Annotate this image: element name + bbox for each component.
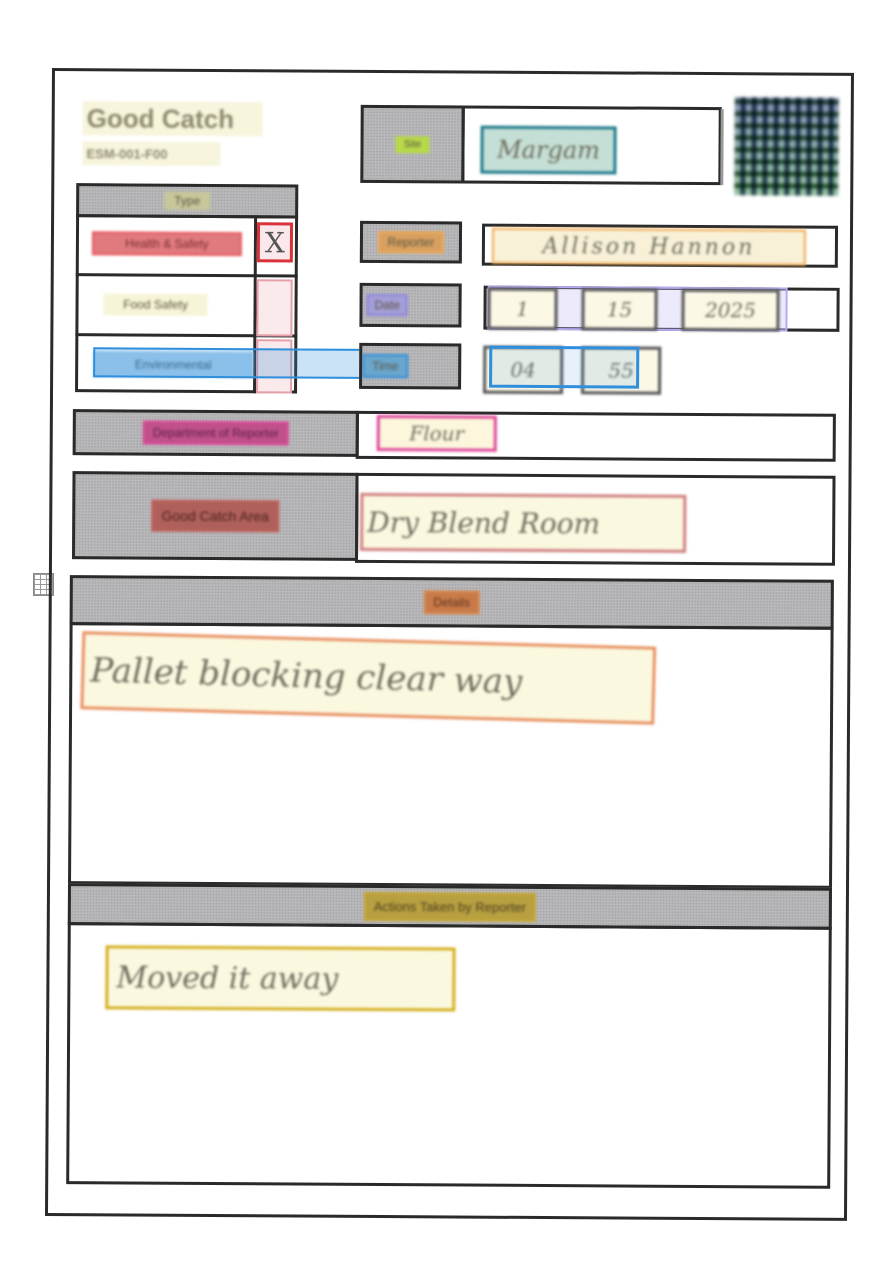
- time-label: Time: [362, 353, 409, 379]
- department-value: Flour: [376, 414, 497, 452]
- site-label-cell: Site: [360, 104, 465, 184]
- date-label-cell: Date: [359, 282, 462, 328]
- actions-header-label: Actions Taken by Reporter: [363, 891, 537, 922]
- details-value: Pallet blocking clear way: [80, 631, 657, 725]
- type-option-food-safety-label: Food Safety: [103, 293, 208, 316]
- type-option-food-safety-checkbox[interactable]: [256, 279, 293, 337]
- table-grid-icon[interactable]: [33, 573, 54, 596]
- date-year[interactable]: 2025: [681, 288, 780, 332]
- date-day[interactable]: 1: [487, 287, 558, 331]
- reporter-value: Allison Hannon: [491, 227, 807, 266]
- qr-code: [734, 97, 839, 196]
- checkbox-mark: X: [264, 225, 286, 259]
- reporter-label: Reporter: [377, 230, 445, 254]
- area-value: Dry Blend Room: [360, 492, 687, 553]
- form-title: Good Catch: [82, 101, 263, 137]
- department-label-cell: Department of Reporter: [72, 409, 359, 457]
- area-label-cell: Good Catch Area: [72, 471, 359, 561]
- department-label: Department of Reporter: [142, 420, 289, 446]
- type-option-health-safety-label: Health & Safety: [91, 231, 243, 257]
- reporter-label-cell: Reporter: [359, 220, 463, 264]
- form-code: ESM-001-F00: [82, 141, 221, 167]
- details-header-label: Details: [423, 590, 481, 615]
- site-value: Margam: [480, 125, 617, 175]
- type-option-health-safety-checkbox[interactable]: X: [256, 222, 294, 263]
- actions-value: Moved it away: [105, 945, 456, 1012]
- date-month[interactable]: 15: [581, 288, 658, 331]
- site-label: Site: [395, 135, 430, 153]
- date-label: Date: [366, 293, 408, 317]
- type-header: Type: [76, 183, 299, 219]
- type-header-label: Type: [164, 191, 211, 210]
- details-header: Details: [69, 575, 834, 630]
- time-label-cell: Time: [359, 342, 462, 390]
- time-annotation: [489, 345, 640, 389]
- area-label: Good Catch Area: [151, 499, 280, 533]
- form-page: Good Catch ESM-001-F00 Type Health & Saf…: [44, 68, 854, 1221]
